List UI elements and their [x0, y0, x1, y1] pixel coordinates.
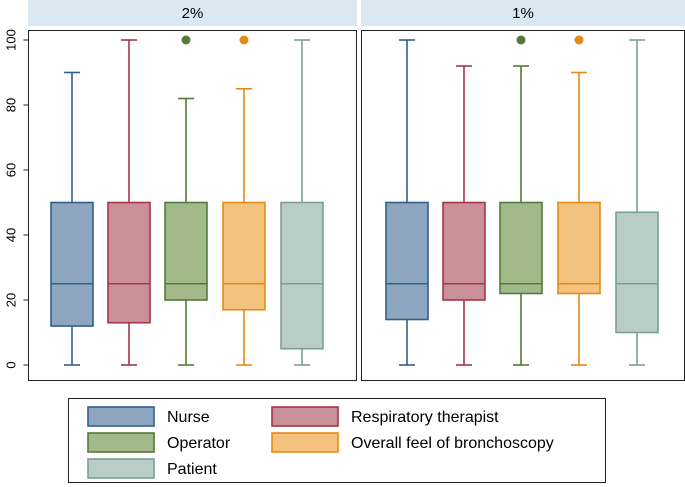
box-overall-feel-of-bronchoscopy: [557, 35, 601, 366]
box-overall-feel-of-bronchoscopy: [222, 35, 266, 366]
legend-swatch: [87, 406, 155, 427]
box-respiratory-therapist: [442, 65, 486, 366]
iqr-box: [107, 201, 151, 324]
box-nurse: [50, 71, 94, 366]
legend-item-operator: Operator: [87, 432, 231, 453]
box-patient: [615, 39, 659, 366]
iqr-box: [442, 201, 486, 301]
panel-title: 1%: [512, 5, 534, 22]
box-patient: [280, 39, 324, 366]
legend-swatch: [271, 432, 339, 453]
legend-label: Operator: [167, 435, 231, 452]
legend-item-respiratory-therapist: Respiratory therapist: [271, 406, 499, 427]
outlier-point: [574, 35, 584, 45]
box-nurse: [385, 39, 429, 366]
panel-2: 1%: [361, 0, 685, 381]
iqr-box: [164, 201, 208, 301]
outlier-point: [516, 35, 526, 45]
box-respiratory-therapist: [107, 39, 151, 366]
legend-label: Respiratory therapist: [351, 409, 499, 426]
y-axis: 0 20 40 60 80 100: [3, 29, 29, 369]
outlier-point: [181, 35, 191, 45]
y-tick-label: 40: [3, 228, 18, 242]
outlier-point: [239, 35, 249, 45]
legend-swatch: [271, 406, 339, 427]
legend-swatch: [87, 458, 155, 479]
y-tick-label: 80: [3, 98, 18, 112]
y-tick-label: 60: [3, 163, 18, 177]
y-tick-label: 20: [3, 293, 18, 307]
box-operator: [164, 35, 208, 366]
legend-item-nurse: Nurse: [87, 406, 210, 427]
iqr-box: [50, 201, 94, 327]
legend-label: Nurse: [167, 409, 210, 426]
iqr-box: [280, 201, 324, 350]
panel-frame: [28, 30, 357, 381]
legend-label: Overall feel of bronchoscopy: [351, 435, 554, 452]
legend-swatch: [87, 432, 155, 453]
panel-title: 2%: [182, 5, 204, 22]
iqr-box: [385, 201, 429, 321]
panel-1: 2%: [28, 0, 357, 381]
y-tick-label: 100: [3, 29, 18, 51]
iqr-box: [222, 201, 266, 311]
legend-item-overall-feel-of-bronchoscopy: Overall feel of bronchoscopy: [271, 432, 554, 453]
legend-label: Patient: [167, 461, 217, 478]
iqr-box: [615, 211, 659, 334]
panel-strip: [361, 0, 685, 26]
legend-item-patient: Patient: [87, 458, 217, 479]
panel-strip: [28, 0, 357, 26]
y-tick-label: 0: [3, 361, 18, 368]
iqr-box: [557, 201, 601, 295]
panels-layer: 2% 1%: [28, 0, 685, 381]
iqr-box: [499, 201, 543, 295]
box-operator: [499, 35, 543, 366]
